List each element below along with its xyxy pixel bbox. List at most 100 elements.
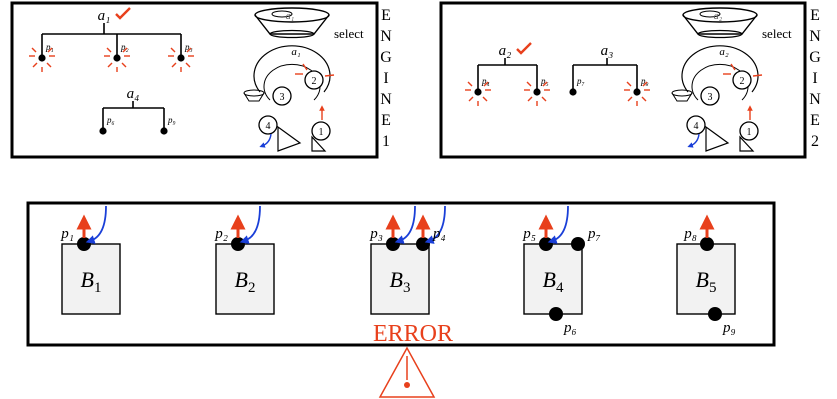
wheel-slot-label: 3 <box>280 92 285 103</box>
hopper-label: a₂ <box>714 11 723 22</box>
tree-root-label: a₁ <box>98 8 111 24</box>
wheel-slot-label: 3 <box>708 92 713 103</box>
fired-burst-icon <box>104 47 130 72</box>
block-name: B <box>543 267 556 292</box>
select-label: select <box>334 26 364 41</box>
block-subscript: 4 <box>556 280 564 296</box>
block-label: B1 <box>81 267 102 296</box>
leaf-node <box>533 88 541 96</box>
fired-burst-icon <box>465 81 491 106</box>
burst-ray <box>170 47 176 53</box>
block-name: B <box>390 267 403 292</box>
block-subscript: 3 <box>403 280 411 296</box>
burst-ray <box>171 62 177 68</box>
wheel-pointer-triangle <box>705 125 730 152</box>
wheel-slot <box>258 115 278 135</box>
fired-burst-icon <box>168 47 194 72</box>
block-subscript: 5 <box>709 280 717 296</box>
port-label: p₈ <box>683 226 697 242</box>
wheel-slot <box>272 86 292 106</box>
leaf-label: p₉ <box>167 115 176 125</box>
port-label: p₅ <box>522 226 536 242</box>
wheel-outer-arc <box>681 45 759 93</box>
block-box <box>61 243 121 315</box>
action-tree: a₁ p₁ p₂ p₃ <box>29 7 194 72</box>
engine-side-letter: G <box>809 49 821 66</box>
engine-side-letter: N <box>809 28 821 45</box>
leaf-node <box>177 54 185 62</box>
burst-ray <box>483 81 489 87</box>
wheel-blue-arrow <box>259 133 272 148</box>
select-hopper: a₂ <box>682 7 758 39</box>
wheel-pointer-triangle <box>311 135 327 152</box>
wheel-pointer-triangle <box>277 125 302 152</box>
wheel-slot-label: 4 <box>266 121 271 132</box>
mini-hopper-icon <box>243 89 265 97</box>
engine-side-letter: N <box>380 28 392 45</box>
engine-side-letter: E <box>381 7 391 24</box>
incoming-blue-arrow <box>85 205 107 244</box>
burst-ray <box>527 96 533 102</box>
port-node <box>549 307 563 321</box>
wheel-slot-label: 1 <box>319 127 324 138</box>
engine-side-letter: G <box>380 49 392 66</box>
burst-ray <box>122 47 128 53</box>
error-label: ERROR <box>373 321 453 347</box>
burst-ray <box>302 63 308 71</box>
burst-ray <box>467 81 473 87</box>
port-label: p₄ <box>432 226 446 242</box>
port-node <box>416 237 430 251</box>
block: B5 p₈ p₉ <box>676 214 736 336</box>
port-node <box>539 237 553 251</box>
burst-ray <box>186 47 192 53</box>
port-node <box>700 237 714 251</box>
engine-frame <box>439 1 807 159</box>
checkmark-icon <box>516 42 532 55</box>
leaf-label: p₁ <box>45 42 54 52</box>
leaf-label: p₈ <box>640 76 649 86</box>
burst-ray <box>641 96 647 102</box>
port-label: p₂ <box>214 226 228 242</box>
port-node <box>77 237 91 251</box>
port-label: p₉ <box>722 320 736 336</box>
block-row-frame <box>26 201 776 347</box>
hopper-body <box>682 14 758 35</box>
wheel-slot <box>686 115 706 135</box>
block-name: B <box>235 267 248 292</box>
engine-side-letter: 1 <box>382 133 390 150</box>
hopper-base <box>269 29 315 39</box>
burst-ray <box>324 74 335 77</box>
incoming-blue-arrow <box>424 205 446 244</box>
block-name: B <box>81 267 94 292</box>
burst-ray <box>47 47 53 53</box>
leaf-node <box>99 127 107 135</box>
burst-ray <box>107 62 113 68</box>
hopper-token <box>699 10 721 18</box>
engine-side-letter: N <box>380 91 392 108</box>
port-label: p₆ <box>563 320 577 336</box>
port-node <box>708 307 722 321</box>
burst-ray <box>730 63 736 71</box>
leaf-label: p₃ <box>184 42 193 52</box>
burst-ray <box>121 62 127 68</box>
port-node <box>386 237 400 251</box>
block-name: B <box>696 267 709 292</box>
leaf-node <box>38 54 46 62</box>
wheel-slot <box>311 121 331 141</box>
burst-ray <box>31 47 37 53</box>
error-indicator: ERROR <box>373 321 453 398</box>
wheel-slot <box>732 70 752 90</box>
burst-ray <box>626 81 632 87</box>
leaf-node <box>569 88 577 96</box>
select-hopper: a₁ <box>254 7 330 39</box>
leaf-label: p₂ <box>120 42 129 52</box>
port-label: p₇ <box>587 226 601 242</box>
wheel-label: a₁ <box>291 46 301 58</box>
block-subscript: 1 <box>94 280 102 296</box>
